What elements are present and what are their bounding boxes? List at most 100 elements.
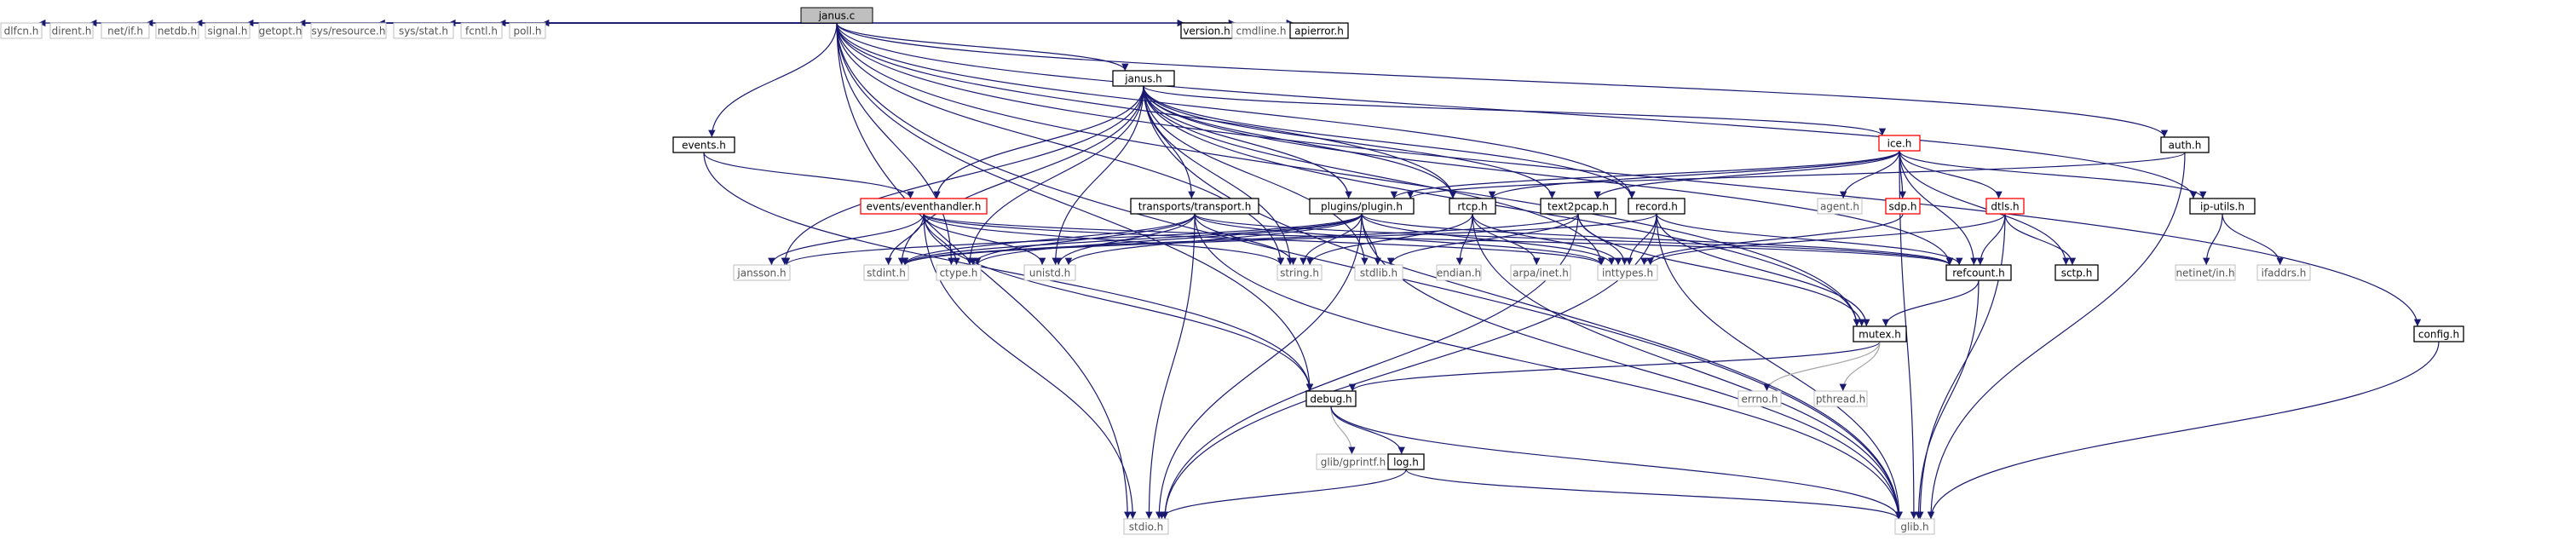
node-sctp[interactable]: sctp.h	[2054, 264, 2099, 281]
edge-eventhandler-to-jansson	[768, 213, 925, 266]
edge-janus_c-to-record	[836, 22, 1636, 199]
node-netinet: netinet/in.h	[2175, 264, 2236, 281]
edge-record-to-mutex	[1656, 213, 1870, 327]
node-label-netif: net/if.h	[107, 26, 143, 37]
edge-janus_c-to-janus_h	[836, 22, 1129, 72]
node-refcount[interactable]: refcount.h	[1945, 264, 2012, 281]
node-label-endian: endian.h	[1437, 268, 1481, 279]
node-ice[interactable]: ice.h	[1878, 135, 1921, 152]
node-box-unistd	[1023, 264, 1076, 281]
edge-config-to-glib	[1927, 341, 2440, 520]
node-dlfcn: dlfcn.h	[0, 22, 43, 39]
node-iputils[interactable]: ip-utils.h	[2189, 198, 2256, 215]
node-label-ice: ice.h	[1887, 138, 1912, 150]
node-gprintf: glib/gprintf.h	[1316, 453, 1391, 470]
node-box-netinet	[2175, 264, 2236, 281]
edge-ice-to-text2pcap	[1593, 150, 1900, 199]
edge-janus_c-to-config	[836, 22, 2422, 327]
edge-janus_c-to-rtcp	[836, 22, 1457, 199]
node-endian: endian.h	[1436, 264, 1482, 281]
node-stdint: stdint.h	[863, 264, 909, 281]
node-record[interactable]: record.h	[1628, 198, 1686, 215]
edge-rtcp-to-endian	[1455, 213, 1473, 266]
edge-plugin-to-stdio	[1155, 213, 1363, 520]
edge-auth-to-plugin	[1407, 152, 2186, 199]
node-janus_h[interactable]: janus.h	[1112, 70, 1175, 87]
edge-debug-to-glib	[1330, 406, 1903, 520]
node-log[interactable]: log.h	[1387, 453, 1425, 470]
node-label-log: log.h	[1393, 457, 1419, 469]
node-label-dtls: dtls.h	[1991, 201, 2019, 213]
node-apierror[interactable]: apierror.h	[1289, 22, 1349, 39]
node-transport[interactable]: transports/transport.h	[1130, 198, 1259, 215]
edge-janus_h-to-stdlib	[1143, 85, 1369, 266]
edge-ice-to-sctp	[1899, 150, 2070, 266]
node-box-record	[1628, 198, 1686, 215]
node-box-sctp	[2054, 264, 2099, 281]
node-label-iputils: ip-utils.h	[2200, 201, 2245, 213]
node-label-stdlib: stdlib.h	[1360, 268, 1397, 279]
edge-refcount-to-mutex	[1882, 279, 1980, 327]
node-label-stdio: stdio.h	[1129, 521, 1163, 533]
node-box-apierror	[1289, 22, 1349, 39]
node-box-pthread	[1813, 390, 1868, 407]
edge-janus_h-to-string	[1143, 85, 1294, 266]
node-label-config: config.h	[2418, 329, 2459, 341]
node-label-glib: glib.h	[1900, 521, 1928, 533]
node-debug[interactable]: debug.h	[1305, 390, 1357, 407]
node-label-stdint: stdint.h	[867, 268, 906, 279]
node-dirent: dirent.h	[49, 22, 94, 39]
node-mutex[interactable]: mutex.h	[1853, 325, 1907, 342]
node-label-dlfcn: dlfcn.h	[4, 26, 39, 37]
node-errno: errno.h	[1738, 390, 1782, 407]
node-label-string: string.h	[1280, 268, 1319, 279]
node-sdp[interactable]: sdp.h	[1885, 198, 1921, 215]
node-label-rtcp: rtcp.h	[1457, 201, 1487, 213]
edge-janus_c-to-debug	[836, 22, 1314, 392]
edge-rtcp-to-string	[1306, 213, 1473, 266]
edge-eventhandler-to-stdint	[885, 213, 925, 266]
node-box-agent	[1817, 198, 1863, 215]
edge-dtls-to-sctp	[2004, 213, 2077, 266]
edge-record-to-stdint	[902, 213, 1657, 266]
edge-eventhandler-to-debug	[923, 213, 1314, 392]
node-getopt: getopt.h	[258, 22, 303, 39]
node-box-debug	[1305, 390, 1357, 407]
node-rtcp[interactable]: rtcp.h	[1449, 198, 1496, 215]
node-config[interactable]: config.h	[2413, 325, 2464, 342]
node-box-config	[2413, 325, 2464, 342]
edge-ice-to-dtls	[1899, 150, 2003, 199]
node-text2pcap[interactable]: text2pcap.h	[1540, 198, 1616, 215]
node-label-pthread: pthread.h	[1816, 394, 1865, 406]
node-box-sysstat	[393, 22, 454, 39]
edge-janus_h-to-mutex	[1143, 85, 1861, 327]
edge-text2pcap-to-stdlib	[1386, 213, 1579, 266]
node-janus_c[interactable]: janus.c	[800, 7, 873, 24]
node-label-netdb: netdb.h	[158, 26, 197, 37]
node-fcntl: fcntl.h	[460, 22, 503, 39]
edge-refcount-to-glib	[1915, 279, 1980, 520]
node-box-iputils	[2189, 198, 2256, 215]
node-label-record: record.h	[1635, 201, 1678, 213]
edge-plugin-to-jansson	[782, 213, 1363, 266]
node-dtls[interactable]: dtls.h	[1985, 198, 2025, 215]
node-box-string	[1276, 264, 1323, 281]
node-version[interactable]: version.h	[1180, 22, 1233, 39]
node-sysstat: sys/stat.h	[393, 22, 454, 39]
node-auth[interactable]: auth.h	[2160, 136, 2210, 153]
edge-plugin-to-refcount	[1361, 213, 1954, 266]
node-box-auth	[2160, 136, 2210, 153]
edge-transport-to-glib	[1194, 213, 1903, 520]
edge-eventhandler-to-stdio	[923, 213, 1137, 520]
edge-log-to-stdio	[1158, 469, 1407, 520]
node-box-arpainet	[1510, 264, 1571, 281]
node-eventhandler[interactable]: events/eventhandler.h	[860, 198, 988, 215]
node-events[interactable]: events.h	[672, 136, 735, 153]
node-plugin[interactable]: plugins/plugin.h	[1309, 198, 1415, 215]
node-box-jansson	[733, 264, 791, 281]
node-box-fcntl	[460, 22, 503, 39]
node-box-poll	[509, 22, 546, 39]
node-label-auth: auth.h	[2169, 140, 2202, 152]
edge-janus_h-to-record	[1143, 85, 1636, 199]
